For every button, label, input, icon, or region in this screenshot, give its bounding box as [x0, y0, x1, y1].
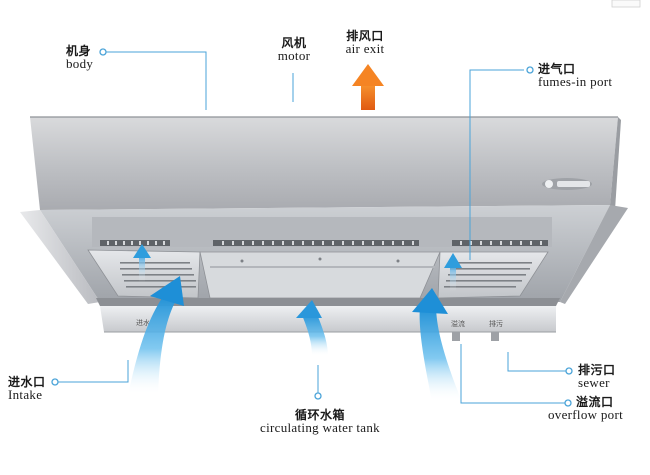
drain-pipes [452, 332, 499, 341]
dot-body [99, 48, 107, 56]
label-body-zh: 机身 [66, 44, 92, 58]
dot-sewer [565, 367, 573, 375]
corner-mark [611, 0, 641, 8]
overflow-flow-arrow [412, 288, 462, 402]
leader-dots [51, 48, 573, 407]
label-motor-zh: 风机 [281, 36, 307, 50]
brand-logo [542, 178, 592, 190]
dot-tank [314, 392, 322, 400]
back-vent-slots [100, 240, 548, 246]
label-body-en: body [66, 56, 94, 71]
label-motor-en: motor [277, 48, 311, 63]
dot-overflow [564, 399, 572, 407]
air-exit-arrow [352, 64, 384, 110]
baffle-filter-middle [199, 251, 441, 299]
label-sewer-zh: 排污口 [578, 363, 616, 377]
label-fumes-in-zh: 进气口 [538, 62, 576, 76]
plate-left: 进水 [136, 318, 150, 327]
label-fumes-in: 进气口 fumes-in port [538, 63, 638, 88]
label-overflow-en: overflow port [548, 407, 624, 422]
label-sewer: 排污口 sewer [578, 364, 638, 389]
label-sewer-en: sewer [578, 375, 610, 390]
leader-intake [56, 360, 129, 383]
shelf-plates: 进水 溢流 排污 [136, 318, 503, 328]
label-air-exit-zh: 排风口 [346, 29, 384, 43]
label-overflow: 溢流口 overflow port [548, 396, 646, 421]
intake-flow-arrow [128, 276, 184, 395]
dot-fumes-in [526, 66, 534, 74]
label-intake-en: Intake [8, 387, 43, 402]
leader-sewer [507, 352, 566, 372]
label-tank-en: circulating water tank [260, 420, 380, 435]
leader-lines [56, 51, 566, 404]
label-intake-zh: 进水口 [8, 375, 46, 389]
inner-flow-arrows [133, 244, 462, 291]
plate-right: 排污 [489, 319, 503, 328]
label-tank-zh: 循环水箱 [294, 408, 345, 422]
leader-fumes-in [469, 69, 524, 260]
dot-intake [51, 378, 59, 386]
leader-body [106, 51, 207, 110]
leader-overflow [460, 344, 565, 404]
tank-flow-arrow [296, 300, 328, 356]
label-fumes-in-en: fumes-in port [538, 74, 613, 89]
label-body: 机身 body [66, 45, 100, 70]
plate-middle: 溢流 [451, 319, 465, 328]
hood-body [20, 116, 628, 333]
label-tank: 循环水箱 circulating water tank [240, 409, 400, 434]
baffle-filter-right [437, 251, 549, 299]
label-air-exit-en: air exit [345, 41, 385, 56]
label-overflow-zh: 溢流口 [576, 395, 614, 409]
label-motor: 风机 motor [270, 37, 318, 62]
label-intake: 进水口 Intake [8, 376, 52, 401]
label-air-exit: 排风口 air exit [330, 30, 400, 55]
